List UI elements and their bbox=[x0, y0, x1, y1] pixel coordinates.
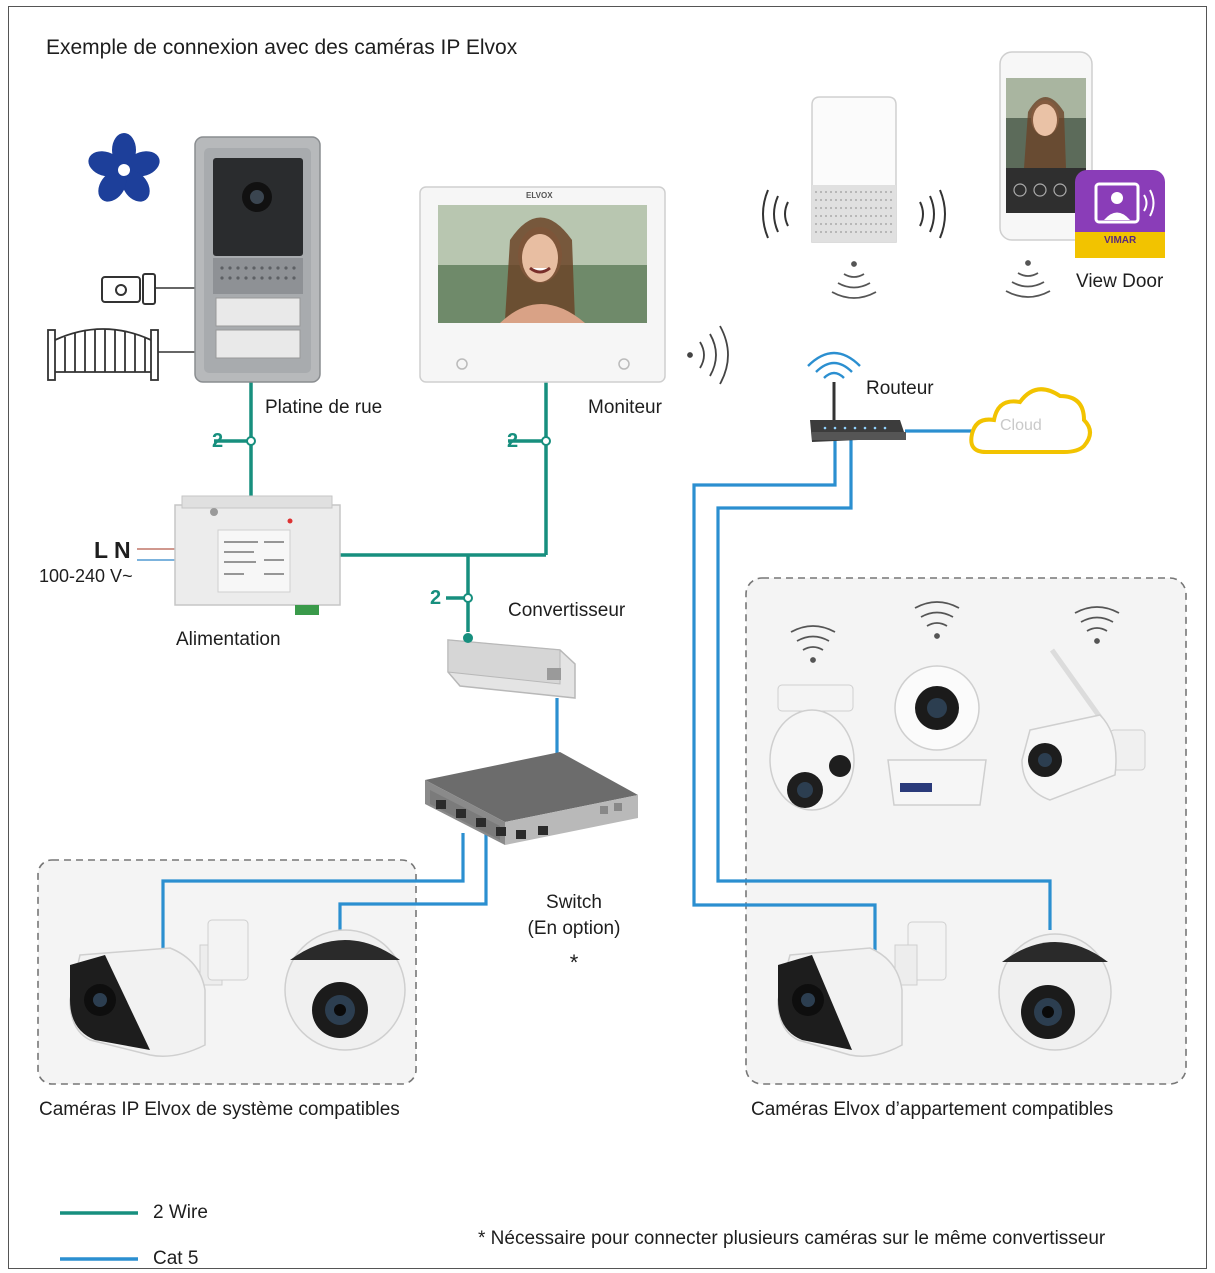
label-moniteur: Moniteur bbox=[588, 397, 662, 418]
label-apartment-cameras: Caméras Elvox d’appartement compatibles bbox=[751, 1099, 1114, 1120]
system-bullet-camera-image bbox=[69, 919, 249, 1057]
system-dome-camera-image bbox=[284, 929, 406, 1051]
monitor-brand-label: ELVOX bbox=[526, 191, 553, 200]
diagram-title: Exemple de connexion avec des caméras IP… bbox=[46, 36, 518, 59]
view-door-app-icon bbox=[1075, 170, 1165, 258]
wire-count-moniteur: 2 bbox=[507, 430, 519, 452]
door-panel-image bbox=[194, 136, 321, 383]
gate-icon bbox=[47, 328, 196, 381]
label-switch-option: (En option) bbox=[527, 918, 621, 939]
smartphone-image bbox=[999, 51, 1093, 241]
door-lock-icon bbox=[101, 273, 196, 305]
legend-label-2wire: 2 Wire bbox=[153, 1202, 208, 1223]
phone-wifi-icon bbox=[1005, 260, 1051, 298]
ptz-camera-2-image bbox=[887, 665, 987, 806]
label-voltage: 100-240 V~ bbox=[39, 566, 133, 586]
router-wifi-icon bbox=[807, 351, 861, 379]
label-switch: Switch bbox=[546, 892, 602, 913]
switch-asterisk: * bbox=[569, 950, 579, 975]
apartment-bullet-camera-image bbox=[777, 921, 947, 1057]
wire-count-convertisseur: 2 bbox=[430, 587, 442, 609]
label-view-door: View Door bbox=[1076, 271, 1164, 292]
label-cloud: Cloud bbox=[1000, 417, 1042, 434]
legend-label-cat5: Cat 5 bbox=[153, 1248, 199, 1269]
smart-speaker-image bbox=[811, 96, 897, 243]
label-routeur: Routeur bbox=[866, 378, 934, 399]
app-brand-label: VIMAR bbox=[1104, 235, 1137, 246]
label-convertisseur: Convertisseur bbox=[508, 600, 626, 621]
power-supply-image bbox=[174, 495, 341, 615]
label-platine: Platine de rue bbox=[265, 397, 383, 418]
label-ln: L N bbox=[94, 537, 131, 563]
converter-image bbox=[447, 633, 576, 699]
cat5-lines bbox=[161, 429, 1052, 955]
router-image bbox=[810, 382, 906, 442]
label-alimentation: Alimentation bbox=[176, 629, 281, 650]
diagram-frame bbox=[8, 6, 1207, 1269]
monitor-image bbox=[419, 186, 666, 383]
wifi-bullet-camera-image bbox=[1021, 648, 1146, 801]
label-system-cameras: Caméras IP Elvox de système compatibles bbox=[39, 1099, 400, 1120]
apartment-dome-camera-image bbox=[998, 933, 1112, 1051]
wire-junctions bbox=[246, 436, 551, 603]
speaker-sound-icon bbox=[762, 189, 946, 239]
network-switch-image bbox=[425, 752, 638, 845]
speaker-wifi-icon bbox=[831, 261, 877, 299]
cloud-icon bbox=[969, 387, 1092, 454]
elvox-flower-logo bbox=[88, 133, 160, 202]
wire-count-platine: 2 bbox=[212, 430, 224, 452]
monitor-wireless-icon bbox=[687, 325, 729, 385]
ptz-camera-1-image bbox=[769, 684, 855, 811]
mains-lines bbox=[137, 548, 178, 561]
footnote: * Nécessaire pour connecter plusieurs ca… bbox=[478, 1228, 1106, 1249]
camera-wifi-icons bbox=[790, 601, 1120, 663]
